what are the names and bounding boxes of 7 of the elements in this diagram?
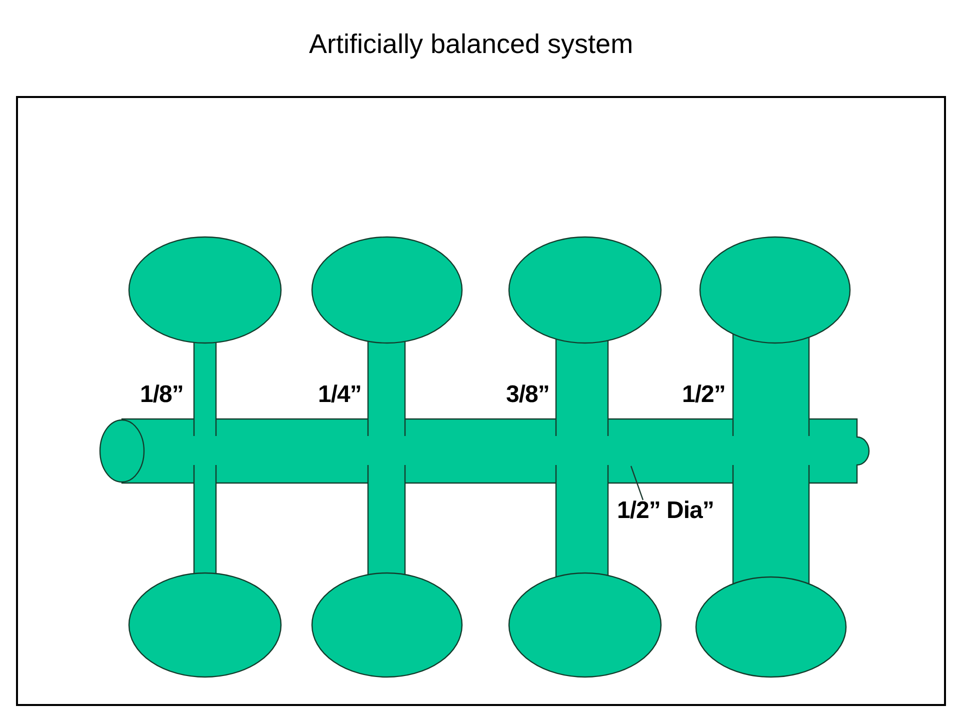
pipe-size-label: 1/4” xyxy=(318,381,362,409)
pipe-size-label: 1/2” xyxy=(682,381,726,409)
diameter-label: 1/2” Dia” xyxy=(617,497,714,525)
diagram-title: Artificially balanced system xyxy=(308,28,634,61)
pipe-size-label: 1/8” xyxy=(140,381,184,409)
leader-line xyxy=(630,466,644,500)
pipe-size-label: 3/8” xyxy=(506,381,550,409)
